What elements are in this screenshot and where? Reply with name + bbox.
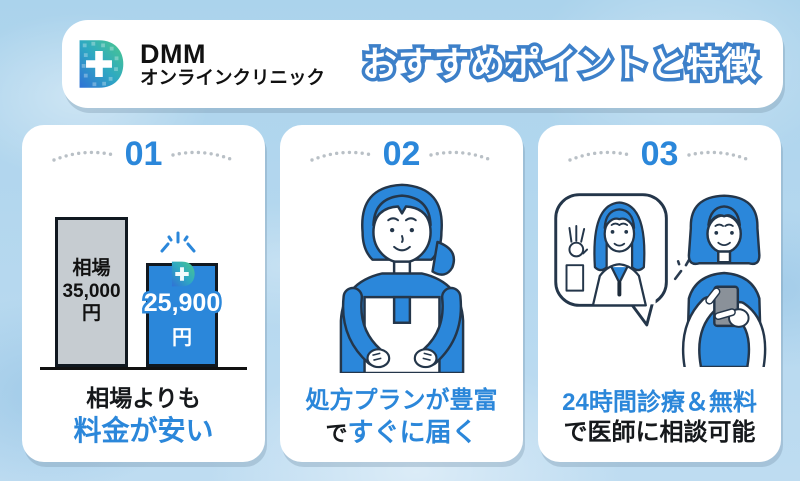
dotted-arc-left-icon: [309, 150, 374, 162]
caption-line2: 料金が安い: [73, 415, 214, 446]
dotted-arc-right-icon: [171, 150, 236, 162]
page-title-text: おすすめポイントと特徴: [362, 45, 759, 85]
brand-name: DMM オンラインクリニック: [140, 40, 325, 88]
feature-card-03-consult: 03: [538, 125, 781, 462]
dmm-price: 25,900 25,900: [141, 287, 222, 320]
header-banner: DMM オンラインクリニック おすすめポイントと特徴 おすすめポイントと特徴: [62, 20, 783, 108]
dotted-arc-left-icon: [567, 150, 632, 162]
chart-baseline: [40, 367, 247, 370]
dmm-price-yen: 円: [172, 327, 192, 349]
card-number: 01: [124, 135, 163, 173]
sparkle-icon: [160, 231, 196, 253]
dmm-price-bar: 25,900 25,900 円: [141, 261, 223, 367]
card-number: 02: [382, 135, 421, 173]
brand-name-dmm: DMM: [140, 39, 206, 70]
feature-card-01-price: 01 相場 35,000 円: [22, 125, 265, 462]
caption-line1: 相場よりも: [86, 385, 201, 412]
caption-line2: で医師に相談可能: [563, 419, 756, 446]
feature-card-02-delivery: 02: [280, 125, 523, 462]
dmm-mini-logo-icon: [171, 261, 195, 287]
caption-line2: ですぐに届く: [325, 416, 478, 447]
price-comparison-bar-chart: 相場 35,000 円 25,900 25,900 円: [22, 181, 265, 370]
card-03-number-row: 03: [538, 137, 781, 171]
card-02-caption: 処方プランが豊富 ですぐに届く: [280, 386, 523, 449]
brand-name-clinic: オンラインクリニック: [140, 67, 326, 89]
doctor-and-patient-illustration: [553, 193, 766, 367]
dmm-clinic-logo-icon: [79, 40, 124, 88]
woman-holding-box-illustration: [339, 183, 464, 373]
dotted-arc-left-icon: [51, 150, 116, 162]
card-01-number-row: 01: [22, 137, 265, 171]
market-yen: 円: [81, 303, 101, 325]
market-price: 35,000: [62, 280, 121, 302]
market-price-bar: 相場 35,000 円: [55, 217, 128, 367]
dotted-arc-right-icon: [429, 150, 494, 162]
card-03-caption: 24時間診療＆無料 で医師に相談可能: [538, 388, 781, 448]
caption-line1: 処方プランが豊富: [305, 386, 498, 414]
page-title: おすすめポイントと特徴 おすすめポイントと特徴: [358, 36, 760, 88]
card-02-number-row: 02: [280, 137, 523, 171]
card-01-caption: 相場よりも 料金が安い: [22, 384, 265, 448]
page-title-outline: おすすめポイントと特徴: [358, 42, 760, 88]
caption-line1: 24時間診療＆無料: [562, 389, 757, 416]
market-label: 相場: [72, 258, 111, 280]
dotted-arc-right-icon: [687, 150, 752, 162]
card-number: 03: [640, 135, 679, 173]
